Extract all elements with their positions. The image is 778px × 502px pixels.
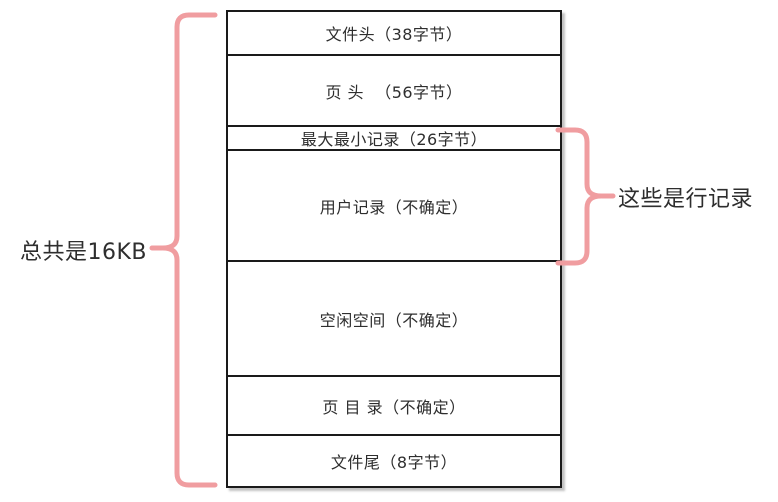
right-brace-path [555, 127, 604, 266]
table-row-free-space: 空闲空间（不确定） [228, 262, 560, 377]
row-records-label: 这些是行记录 [618, 187, 754, 212]
row-label: 空闲空间（不确定） [319, 310, 469, 330]
row-label: 页 目 录（不确定） [322, 397, 466, 417]
row-label: 文件尾（8字节） [330, 453, 458, 472]
left-brace [149, 12, 218, 488]
table-row-page-header: 页 头 （56字节） [228, 56, 560, 127]
row-label: 文件头（38字节） [325, 25, 463, 44]
table-row-min-max-records: 最大最小记录（26字节） [228, 127, 560, 151]
left-brace-path [160, 12, 218, 488]
row-label: 最大最小记录（26字节） [300, 130, 488, 149]
row-label: 页 头 （56字节） [325, 82, 463, 102]
table-row-user-records: 用户记录（不确定） [228, 151, 560, 262]
row-label: 用户记录（不确定） [319, 197, 469, 217]
table-row-file-trailer: 文件尾（8字节） [228, 436, 560, 486]
right-brace [555, 127, 616, 266]
table-row-file-header: 文件头（38字节） [228, 12, 560, 56]
table-row-page-directory: 页 目 录（不确定） [228, 377, 560, 436]
page-structure-table: 文件头（38字节） 页 头 （56字节） 最大最小记录（26字节） 用户记录（不… [226, 10, 562, 488]
total-size-label: 总共是16KB [20, 240, 148, 265]
